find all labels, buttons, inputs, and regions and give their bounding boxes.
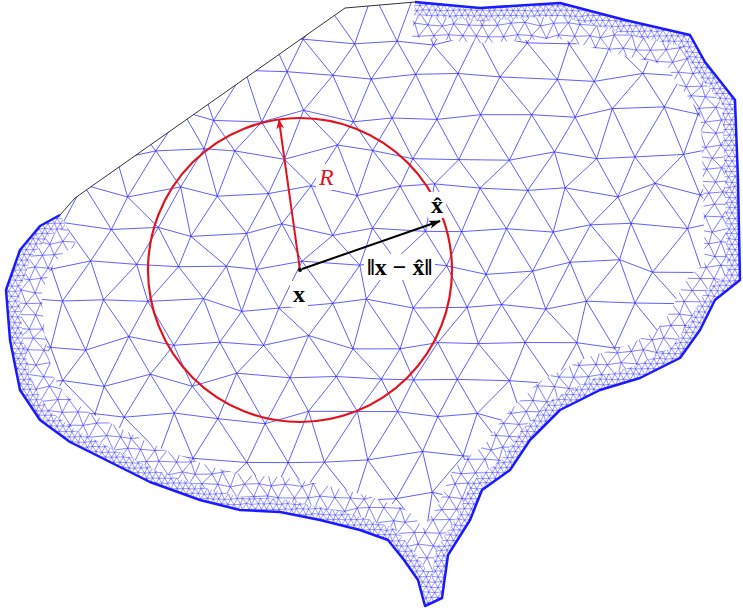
radius-circle	[148, 118, 452, 422]
point-label: x̂	[428, 192, 446, 218]
distance-label: ‖x − x̂‖	[364, 254, 435, 280]
radius-label: R	[316, 164, 337, 190]
point-label: x	[290, 281, 308, 307]
radius-arrow	[279, 120, 300, 270]
